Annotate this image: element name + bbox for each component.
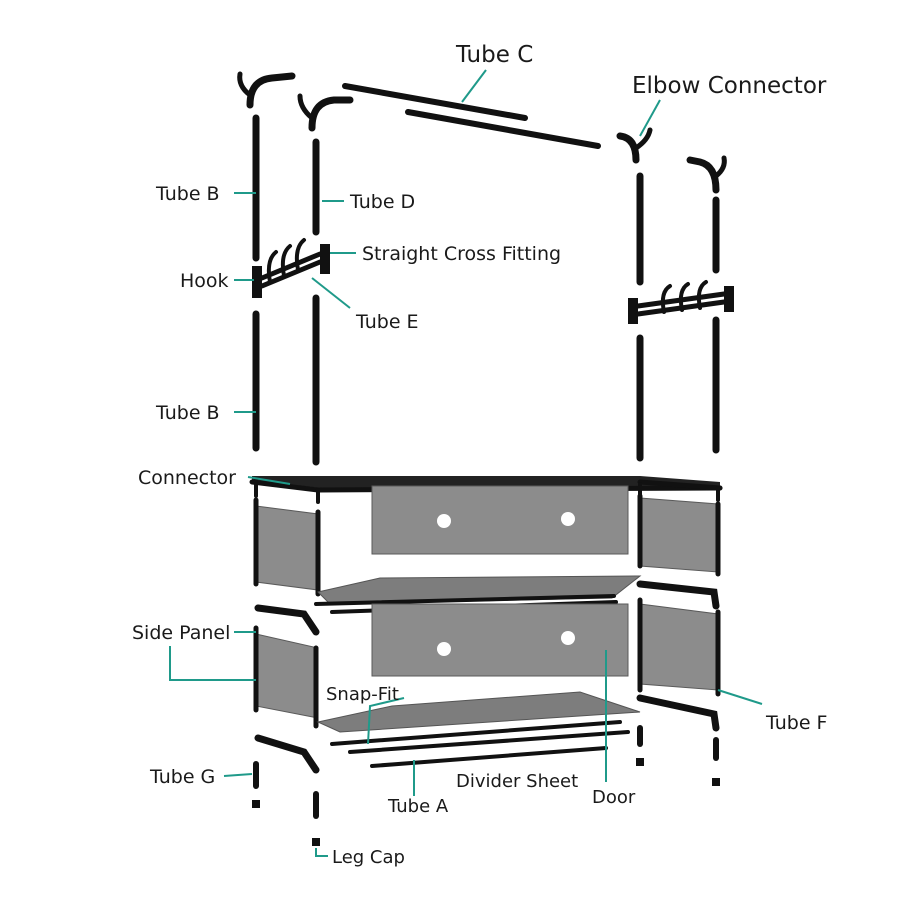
label-leg-cap: Leg Cap (332, 847, 405, 868)
label-hook: Hook (180, 270, 229, 292)
label-tube-d: Tube D (349, 191, 415, 213)
label-tube-g: Tube G (149, 766, 215, 788)
side-panel-upper-left (255, 505, 319, 591)
elbow-connector-3 (616, 127, 653, 164)
side-panel-upper-right (639, 497, 719, 573)
leader-lines (169, 69, 763, 857)
label-tube-b-lower: Tube B (155, 402, 220, 424)
door-upper (371, 485, 629, 555)
leg-cap (636, 758, 644, 766)
labels: Tube C Elbow Connector Tube B Tube D Str… (132, 42, 827, 868)
leg-cap (252, 800, 260, 808)
side-panel-lower-right (639, 603, 719, 691)
connector-middle-right (636, 580, 720, 610)
label-tube-a: Tube A (387, 796, 449, 817)
top-frame (237, 71, 734, 466)
legs (252, 725, 720, 846)
label-snap-fit: Snap-Fit (326, 684, 399, 705)
connector-bottom-right (636, 694, 720, 732)
label-elbow-connector: Elbow Connector (632, 73, 827, 99)
connector-middle-left (254, 604, 320, 636)
connector-bottom-left (254, 734, 320, 774)
leg-cap (312, 838, 320, 846)
door-lower (371, 603, 629, 677)
divider-sheet-bottom (316, 691, 641, 733)
label-side-panel: Side Panel (132, 622, 230, 644)
label-tube-b-top: Tube B (155, 183, 220, 205)
label-straight-cross-fitting: Straight Cross Fitting (362, 243, 561, 265)
label-connector: Connector (138, 467, 236, 489)
side-panel-lower-left (255, 633, 319, 719)
label-tube-e: Tube E (355, 311, 419, 333)
label-tube-f: Tube F (765, 712, 827, 734)
label-divider-sheet: Divider Sheet (456, 771, 578, 792)
leg-cap (712, 778, 720, 786)
elbow-connector-1 (237, 71, 296, 109)
elbow-connector-2 (297, 93, 354, 132)
hook-bar-right (628, 280, 734, 324)
elbow-connector-4 (686, 155, 727, 194)
tube-c-lower (405, 109, 601, 149)
label-door: Door (592, 787, 636, 808)
tube-c-upper (342, 83, 528, 121)
hook-bar-left (252, 238, 330, 298)
label-tube-c: Tube C (455, 42, 533, 68)
